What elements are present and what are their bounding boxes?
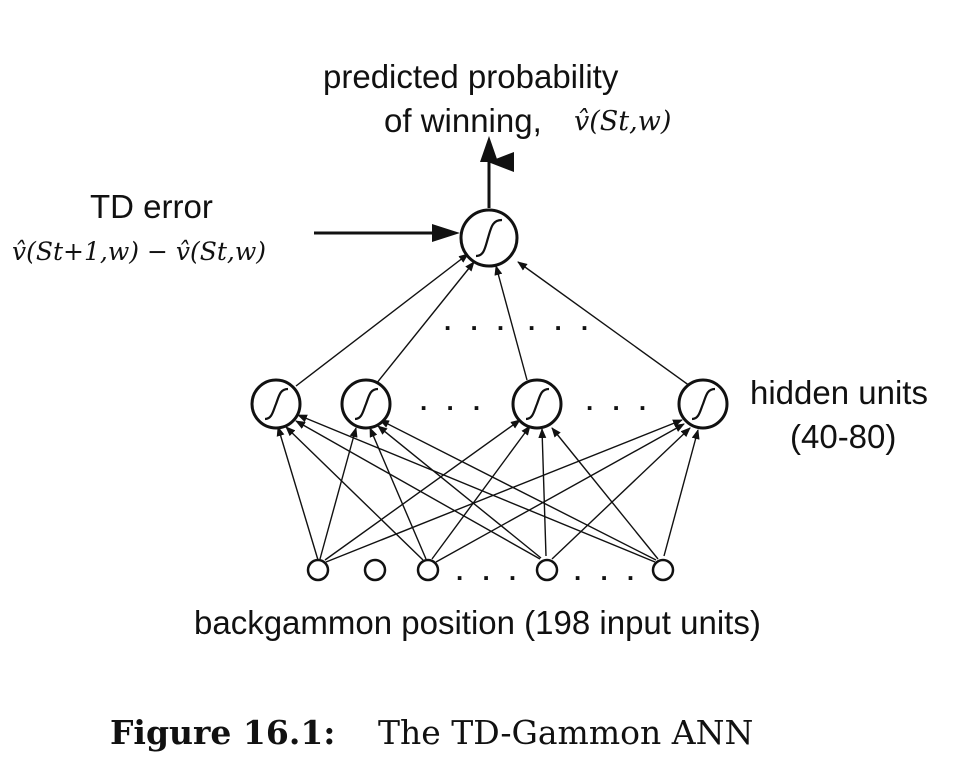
ellipsis-hidden-units: . . . xyxy=(420,386,486,416)
connection xyxy=(663,429,700,557)
connection xyxy=(379,419,657,561)
input-unit xyxy=(651,558,675,582)
td-error-label: TD error xyxy=(90,188,213,225)
connection xyxy=(551,427,659,560)
input-unit xyxy=(306,558,330,582)
connection xyxy=(517,261,691,387)
ellipsis-input-units: . . . xyxy=(456,556,522,586)
output-arrow-head xyxy=(480,136,498,162)
connection xyxy=(295,253,469,387)
ellipsis-hidden-to-output: . . . xyxy=(528,306,594,336)
connection xyxy=(297,414,656,563)
output-unit xyxy=(459,208,519,268)
ellipsis-hidden-to-output: . . . xyxy=(444,306,510,336)
output-label-math: v̂(St,w) xyxy=(574,106,671,137)
input-unit xyxy=(363,558,387,582)
input-unit xyxy=(535,558,559,582)
connection xyxy=(325,419,683,563)
hidden-unit xyxy=(250,378,302,430)
figure-caption-prefix: Figure 16.1: xyxy=(110,713,335,752)
connection xyxy=(431,425,531,560)
hidden-unit xyxy=(340,378,392,430)
input-to-hidden-connections xyxy=(276,414,700,563)
connection xyxy=(295,420,541,560)
connection xyxy=(377,425,542,559)
connection xyxy=(319,427,358,560)
hidden-to-output-connections xyxy=(295,253,691,387)
figure-caption-text: The TD-Gammon ANN xyxy=(378,713,753,752)
td-error-arrow-head xyxy=(432,224,460,242)
output-label-line2: of winning, xyxy=(384,102,542,139)
connection xyxy=(375,261,475,385)
hidden-units-label-line1: hidden units xyxy=(750,374,928,411)
connection xyxy=(538,428,547,557)
input-units-label: backgammon position (198 input units) xyxy=(194,604,761,641)
ellipsis-hidden-units: . . . xyxy=(586,386,652,416)
output-label-line1: predicted probability xyxy=(323,58,619,95)
td-error-math: v̂(St+1,w) − v̂(St,w) xyxy=(12,237,266,266)
connection xyxy=(276,426,319,561)
hidden-units-label-line2: (40-80) xyxy=(790,418,896,455)
connection xyxy=(494,265,528,381)
ellipsis-input-units: . . . xyxy=(574,556,640,586)
connection xyxy=(369,427,427,560)
connection xyxy=(324,419,521,561)
hidden-unit xyxy=(511,378,563,430)
connection xyxy=(435,423,685,563)
input-unit xyxy=(416,558,440,582)
connection xyxy=(551,427,691,560)
connection xyxy=(285,426,424,561)
hidden-unit xyxy=(677,378,729,430)
